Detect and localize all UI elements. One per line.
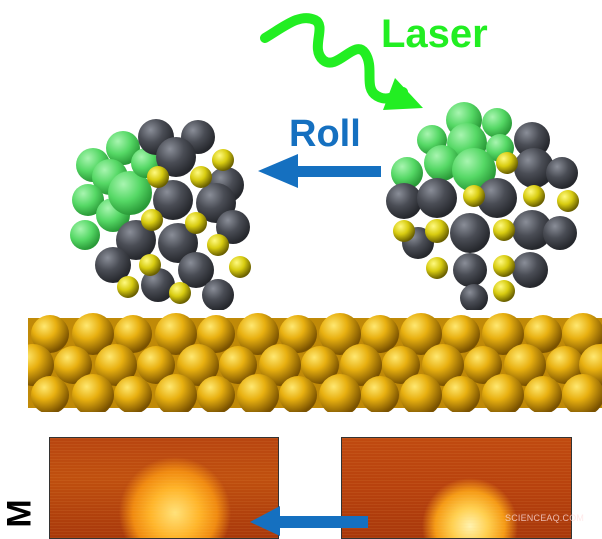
laser-label: Laser — [381, 12, 488, 56]
gold-substrate — [28, 313, 602, 412]
watermark: SCIENCEAQ.COM — [505, 513, 585, 523]
stm-axis-label: M — [0, 499, 39, 528]
stm-image-after — [49, 437, 279, 539]
roll-arrow-icon — [258, 154, 381, 188]
stm-arrow-icon — [250, 506, 368, 536]
right-nanoparticle-cluster — [386, 102, 579, 310]
roll-label: Roll — [289, 113, 361, 155]
laser-wave-icon — [260, 13, 423, 110]
left-nanoparticle-cluster — [70, 119, 251, 310]
stm-image-before — [341, 437, 572, 539]
